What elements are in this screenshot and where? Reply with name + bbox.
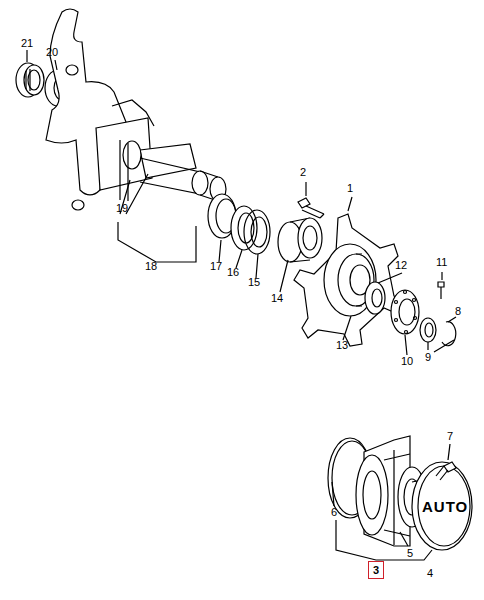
callout-number: 18 bbox=[145, 260, 157, 272]
callout-number: 3 bbox=[369, 564, 383, 576]
callout-number: 5 bbox=[407, 547, 413, 559]
callout-number: 8 bbox=[455, 305, 461, 317]
callout-number: 12 bbox=[395, 259, 407, 271]
callout-number: 13 bbox=[336, 339, 348, 351]
cap-marking: AUTO bbox=[422, 501, 468, 513]
callout-number: 21 bbox=[21, 37, 33, 49]
callout-number: 1 bbox=[347, 182, 353, 194]
callout-number: 6 bbox=[331, 506, 337, 518]
callout-number: 20 bbox=[46, 46, 58, 58]
callout-number: 14 bbox=[271, 292, 283, 304]
callout-number: 15 bbox=[248, 276, 260, 288]
callout-number: 4 bbox=[427, 567, 433, 579]
callout-number: 16 bbox=[227, 266, 239, 278]
callout-box: 3 bbox=[368, 561, 384, 579]
callout-number: 11 bbox=[436, 256, 447, 268]
callout-number: 10 bbox=[401, 355, 413, 367]
callout-number: 17 bbox=[210, 260, 222, 272]
callout-number: 2 bbox=[300, 166, 306, 178]
callout-number: 9 bbox=[425, 351, 431, 363]
callout-number: 19 bbox=[116, 202, 128, 214]
callout-number: 7 bbox=[447, 430, 453, 442]
